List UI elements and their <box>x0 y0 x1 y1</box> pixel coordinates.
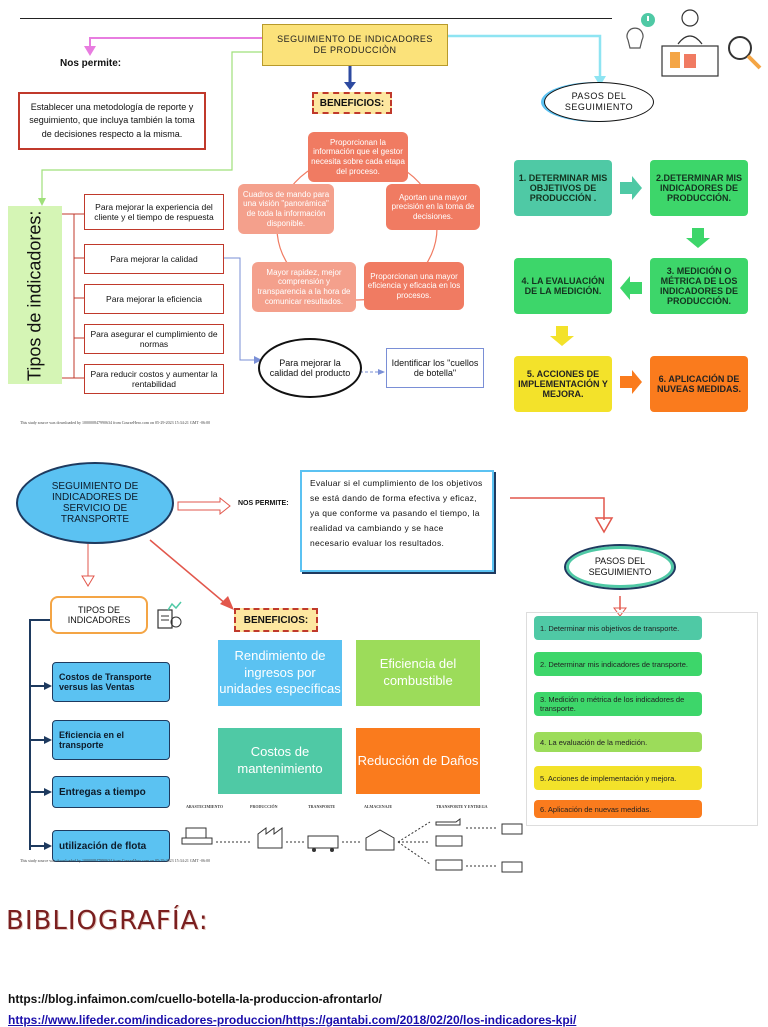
analytics-illustration-icon <box>626 9 762 77</box>
part1-quality-oval: Para mejorar la calidad del producto <box>258 338 362 398</box>
part2-step-2: 2. Determinar mis indicadores de transpo… <box>534 652 702 676</box>
supply-chain-icons <box>181 818 523 873</box>
part2-step-5: 5. Acciones de implementación y mejora. <box>534 766 702 790</box>
part1-title: SEGUIMIENTO DE INDICADORES DE PRODUCCIÒN <box>262 24 448 66</box>
part1-tipo-4: Para asegurar el cumplimiento de normas <box>84 324 224 354</box>
part1-tipo-5: Para reducir costos y aumentar la rentab… <box>84 364 224 394</box>
part1-beneficios-label: BENEFICIOS: <box>312 92 392 114</box>
part1-benefit-1: Proporcionan la información que el gesto… <box>308 132 408 182</box>
part1-tipos-label-bg <box>8 206 62 384</box>
part1-step-2: 2.DETERMINAR MIS INDICADORES DE PRODUCCI… <box>650 160 748 216</box>
part2-benefit-4: Reducción de Daños <box>356 728 480 794</box>
flow-label-produccion: PRODUCCIÓN <box>250 804 278 809</box>
part1-step-4: 4. LA EVALUACIÓN DE LA MEDICIÓN. <box>514 258 612 314</box>
part1-nos-permite: Nos permite: <box>60 58 122 69</box>
part1-benefit-5: Proporcionan una mayor eficiencia y efic… <box>364 262 464 310</box>
bibliography-heading: BIBLIOGRAFÍA: <box>6 906 209 936</box>
part1-step-3: 3. MEDICIÓN O MÉTRICA DE LOS INDICADORES… <box>650 258 748 314</box>
part1-step-arrows <box>550 176 710 394</box>
part2-step-1: 1. Determinar mis objetivos de transport… <box>534 616 702 640</box>
part1-tipos-label: Tipos de indicadores: <box>24 210 45 381</box>
part2-step-6: 6. Aplicación de nuevas medidas. <box>534 800 702 818</box>
part1-purpose: Establecer una metodología de reporte y … <box>18 92 206 150</box>
part2-purpose: Evaluar si el cumplimiento de los objeti… <box>300 470 494 572</box>
bibliography-link-2[interactable]: https://www.lifeder.com/indicadores-prod… <box>8 1013 577 1027</box>
part1-tipo-1: Para mejorar la experiencia del cliente … <box>84 194 224 230</box>
part2-title: SEGUIMIENTO DE INDICADORES DE SERVICIO D… <box>16 462 174 544</box>
chart-document-icon <box>157 601 182 629</box>
top-rule <box>20 18 612 19</box>
bibliography-link-1[interactable]: https://blog.infaimon.com/cuello-botella… <box>8 992 382 1006</box>
part2-step-3: 3. Medición o métrica de los indicadores… <box>534 692 702 716</box>
part1-tipo-2: Para mejorar la calidad <box>84 244 224 274</box>
logistics-flow: ABASTECIMIENTO PRODUCCIÓN TRANSPORTE ALM… <box>180 804 530 878</box>
part1-benefit-3: Aportan una mayor precisión en la toma d… <box>386 184 480 230</box>
part2-tipo-2: Eficiencia en el transporte <box>52 720 170 760</box>
part2-step-4: 4. La evaluación de la medición. <box>534 732 702 752</box>
part1-step-5: 5. ACCIONES DE IMPLEMENTACIÓN Y MEJORA. <box>514 356 612 412</box>
part2-tipos-label: TIPOS DE INDICADORES <box>50 596 148 634</box>
part2-tipo-3: Entregas a tiempo <box>52 776 170 808</box>
part2-benefit-2: Eficiencia del combustible <box>356 640 480 706</box>
part2-beneficios-label: BENEFICIOS: <box>234 608 318 632</box>
part1-step-1: 1. DETERMINAR MIS OBJETIVOS DE PRODUCCIÓ… <box>514 160 612 216</box>
part2-benefit-1: Rendimiento de ingresos por unidades esp… <box>218 640 342 706</box>
part2-tipo-4: utilización de flota <box>52 830 170 862</box>
part2-steps-frame <box>526 612 758 826</box>
part1-watermark: This study source was downloaded by 1000… <box>20 420 211 425</box>
part1-bottleneck: Identificar los "cuellos de botella" <box>386 348 484 388</box>
part1-benefit-4: Mayor rapidez, mejor comprensión y trans… <box>252 262 356 312</box>
part2-pasos-label: PASOS DEL SEGUIMIENTO <box>564 544 676 590</box>
part1-benefit-2: Cuadros de mando para una visión "panorá… <box>238 184 334 234</box>
flow-label-transporte: TRANSPORTE <box>308 804 336 809</box>
part1-pasos-label: PASOS DEL SEGUIMIENTO <box>544 82 654 122</box>
flow-label-abastecimiento: ABASTECIMIENTO <box>186 804 224 809</box>
flow-label-transporte-entrega: TRANSPORTE Y ENTREGA <box>436 804 488 809</box>
part2-nos-permite: NOS PERMITE: <box>238 500 289 507</box>
part2-tipo-1: Costos de Transporte versus las Ventas <box>52 662 170 702</box>
flow-label-almacenaje: ALMACENAJE <box>364 804 393 809</box>
part2-watermark: This study source was downloaded by 1000… <box>20 858 211 863</box>
part1-tipo-3: Para mejorar la eficiencia <box>84 284 224 314</box>
part2-benefit-3: Costos de mantenimiento <box>218 728 342 794</box>
part1-step-6: 6. APLICACIÓN DE NUVEAS MEDIDAS. <box>650 356 748 412</box>
